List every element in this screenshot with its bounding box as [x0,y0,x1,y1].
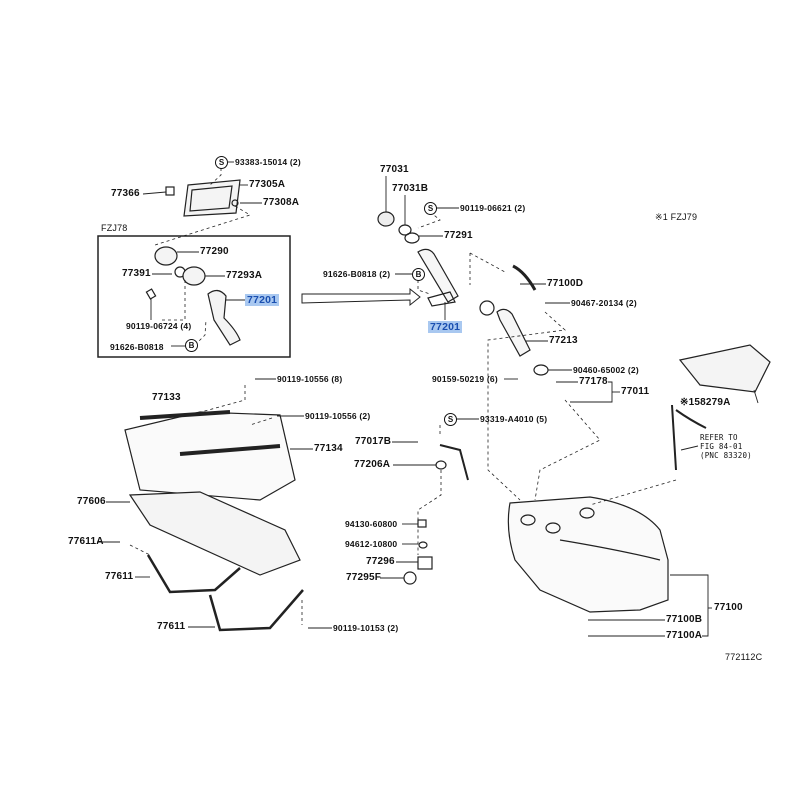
part-label-77031[interactable]: 77031 [380,164,409,175]
part-label-77291[interactable]: 77291 [444,230,473,241]
part-label-77213[interactable]: 77213 [549,335,578,346]
gauge-sender-drawing [671,404,707,471]
protector-drawing [678,344,771,393]
part-label-77178[interactable]: 77178 [579,376,608,387]
part-label-91626-B0818-2[interactable]: 91626-B0818 (2) [323,269,391,279]
footnote-fzj79: ※1 FZJ79 [655,212,698,222]
part-label-77201-highlighted[interactable]: 77201 [428,321,463,333]
part-label-77305A[interactable]: 77305A [249,179,286,190]
skid-plate-drawing [124,410,304,632]
part-label-90119-10556-8[interactable]: 90119-10556 (8) [277,374,343,384]
fzj78-inset-box [97,235,291,358]
part-label-77611[interactable]: 77611 [157,621,186,632]
part-label-77134[interactable]: 77134 [314,443,343,454]
leader-lines [97,161,759,637]
part-label-77366[interactable]: 77366 [111,188,140,199]
part-label-93319-A4010[interactable]: 93319-A4010 (5) [480,414,548,424]
part-label-77100A[interactable]: 77100A [666,630,703,641]
refer-note: REFER TO FIG 84-01 (PNC 83320) [700,433,752,460]
part-label-77017B[interactable]: 77017B [355,436,392,447]
part-label-77031B[interactable]: 77031B [392,183,429,194]
center-small-parts [403,444,469,585]
part-label-90119-10556-2[interactable]: 90119-10556 (2) [305,411,371,421]
filler-neck-drawing [377,211,549,376]
inset-filler-parts [145,246,241,346]
b-symbol-icon: B [185,339,198,352]
s-symbol-icon: S [424,202,437,215]
part-label-77290[interactable]: 77290 [200,246,229,257]
s-symbol-icon: S [215,156,228,169]
part-label-77606[interactable]: 77606 [77,496,106,507]
part-label-77308A[interactable]: 77308A [263,197,300,208]
part-label-77293A[interactable]: 77293A [226,270,263,281]
part-label-77100B[interactable]: 77100B [666,614,703,625]
part-label-77100D[interactable]: 77100D [547,278,584,289]
part-label-77011[interactable]: 77011 [621,386,650,397]
part-label-94130-60800[interactable]: 94130-60800 [345,519,398,529]
part-label-77133[interactable]: 77133 [152,392,181,403]
part-label-90119-06621[interactable]: 90119-06621 (2) [460,203,526,213]
inset-box-label: FZJ78 [101,223,128,233]
part-label-77201-highlighted[interactable]: 77201 [245,294,280,306]
part-label-90467-20134[interactable]: 90467-20134 (2) [571,298,637,308]
arrow-to-detail [301,287,421,307]
refer-note-line: REFER TO [700,433,738,442]
part-label-77206A[interactable]: 77206A [354,459,391,470]
part-label-58279A[interactable]: ※158279A [680,397,731,408]
part-label-77611[interactable]: 77611 [105,571,134,582]
b-symbol-icon: B [412,268,425,281]
refer-note-line[interactable]: FIG 84-01 [700,442,743,451]
refer-note-line: (PNC 83320) [700,451,752,460]
fuel-tank-drawing [507,496,669,613]
s-symbol-icon: S [444,413,457,426]
fuel-lid-drawing [165,179,241,217]
dashed-guides [129,168,677,625]
part-label-77296[interactable]: 77296 [366,556,395,567]
part-label-77391[interactable]: 77391 [122,268,151,279]
part-label-90119-06724[interactable]: 90119-06724 (4) [126,321,192,331]
part-label-90159-50219[interactable]: 90159-50219 (6) [432,374,498,384]
part-label-90119-10153[interactable]: 90119-10153 (2) [333,623,399,633]
part-label-90460-65002[interactable]: 90460-65002 (2) [573,365,639,375]
figure-id: 772112C [725,652,763,662]
part-label-77611A[interactable]: 77611A [68,536,104,547]
part-label-91626-B0818[interactable]: 91626-B0818 [110,342,164,352]
part-label-77100[interactable]: 77100 [714,602,743,613]
part-label-93383-15014[interactable]: 93383-15014 (2) [235,157,301,167]
part-label-77295F[interactable]: 77295F [346,572,382,583]
part-label-94612-10800[interactable]: 94612-10800 [345,539,398,549]
